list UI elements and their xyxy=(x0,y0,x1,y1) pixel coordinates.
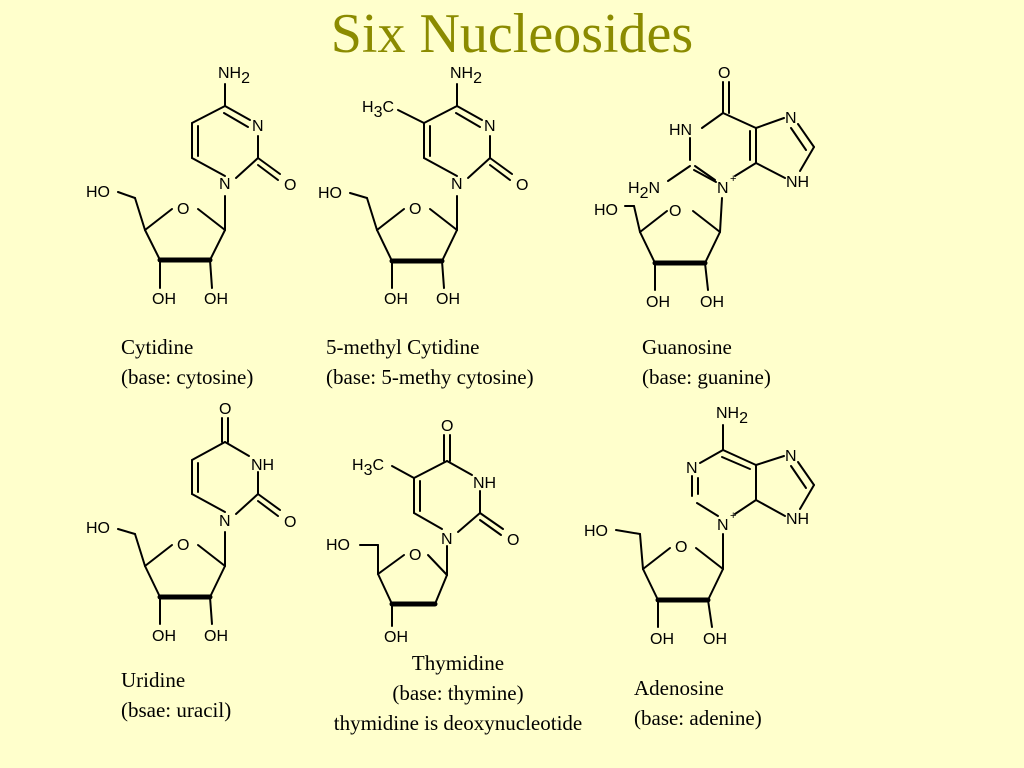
hydroxyl-label: OH xyxy=(384,629,408,646)
nucleoside-name: Adenosine xyxy=(634,676,724,700)
hydroxyl-label: OH xyxy=(152,291,176,308)
hydroxyl-label: OH xyxy=(703,631,727,648)
caption-methyl-cytidine: 5-methyl Cytidine (base: 5-methy cytosin… xyxy=(326,332,534,392)
oxygen-label: O xyxy=(284,514,296,531)
amine-label: H2N xyxy=(628,180,660,202)
nucleoside-name: Thymidine xyxy=(411,651,505,675)
amine-label: NH2 xyxy=(716,405,748,427)
hydroxyl-label: OH xyxy=(700,294,724,311)
nucleoside-name: Uridine xyxy=(121,668,186,692)
ring-oxygen-label: O xyxy=(409,201,421,218)
nucleoside-name: Guanosine xyxy=(642,335,732,359)
nitrogen-label: N xyxy=(451,176,463,193)
slide-title: Six Nucleosides xyxy=(330,3,694,65)
nitrogen-label: N xyxy=(484,118,496,135)
guanosine-structure: O HO OH OH N + HN O N NH H2N xyxy=(594,65,815,311)
hydroxyl-label: OH xyxy=(384,291,408,308)
ring-oxygen-label: O xyxy=(177,537,189,554)
cytidine-structure: O HO OH OH N N O NH2 xyxy=(86,65,296,308)
nitrogen-label: N xyxy=(686,460,698,477)
hydroxyl-label: HO xyxy=(318,185,342,202)
oxygen-label: O xyxy=(441,418,453,435)
thymidine-structure: O HO OH N NH O O H3C xyxy=(326,418,519,646)
imine-label: NH xyxy=(786,511,809,528)
imine-label: NH xyxy=(786,174,809,191)
methyl-label: H3C xyxy=(352,457,384,479)
nucleoside-base: (base: guanine) xyxy=(642,365,771,389)
nucleoside-note: thymidine is deoxynucleotide xyxy=(333,711,583,735)
hydroxyl-label: OH xyxy=(204,628,228,645)
caption-guanosine: Guanosine (base: guanine) xyxy=(642,332,771,392)
oxygen-label: O xyxy=(516,177,528,194)
nitrogen-label: N xyxy=(219,176,231,193)
nitrogen-label: N xyxy=(717,517,729,534)
oxygen-label: O xyxy=(219,401,231,418)
caption-uridine: Uridine (bsae: uracil) xyxy=(121,665,231,725)
uridine-structure: O HO OH OH N NH O O xyxy=(86,401,296,645)
oxygen-label: O xyxy=(284,177,296,194)
amine-label: NH2 xyxy=(450,65,482,87)
methyl-cytidine-structure: O HO OH OH N N O NH2 H3C xyxy=(318,65,528,308)
charge-label: + xyxy=(730,173,736,185)
charge-label: + xyxy=(730,510,736,522)
ring-oxygen-label: O xyxy=(675,539,687,556)
hydroxyl-label: HO xyxy=(86,184,110,201)
hydroxyl-label: OH xyxy=(650,631,674,648)
caption-thymidine: Thymidine (base: thymine) thymidine is d… xyxy=(300,648,616,738)
ring-oxygen-label: O xyxy=(409,547,421,564)
hydroxyl-label: OH xyxy=(204,291,228,308)
hydroxyl-label: HO xyxy=(584,523,608,540)
nucleoside-base: (base: cytosine) xyxy=(121,365,254,389)
ring-oxygen-label: O xyxy=(177,201,189,218)
nucleoside-base: (bsae: uracil) xyxy=(121,698,232,722)
nucleoside-base: (base: adenine) xyxy=(634,706,762,730)
oxygen-label: O xyxy=(507,532,519,549)
nitrogen-label: N xyxy=(252,118,264,135)
nucleoside-name: 5-methyl Cytidine xyxy=(326,335,480,359)
nitrogen-label: N xyxy=(219,513,231,530)
nitrogen-label: N xyxy=(785,448,797,465)
nitrogen-label: N xyxy=(441,531,453,548)
nucleoside-base: (base: 5-methy cytosine) xyxy=(326,365,534,389)
imine-label: NH xyxy=(473,475,496,492)
caption-adenosine: Adenosine (base: adenine) xyxy=(634,673,762,733)
nucleoside-name: Cytidine xyxy=(121,335,194,359)
ring-oxygen-label: O xyxy=(669,203,681,220)
imine-label: HN xyxy=(669,122,692,139)
hydroxyl-label: HO xyxy=(326,537,350,554)
hydroxyl-label: OH xyxy=(646,294,670,311)
imine-label: NH xyxy=(251,457,274,474)
methyl-label: H3C xyxy=(362,99,394,121)
nucleoside-base: (base: thymine) xyxy=(392,681,524,705)
amine-label: NH2 xyxy=(218,65,250,87)
caption-cytidine: Cytidine (base: cytosine) xyxy=(121,332,253,392)
oxygen-label: O xyxy=(718,65,730,82)
hydroxyl-label: HO xyxy=(86,520,110,537)
nitrogen-label: N xyxy=(717,180,729,197)
nitrogen-label: N xyxy=(785,110,797,127)
hydroxyl-label: OH xyxy=(152,628,176,645)
adenosine-structure: O HO OH OH N + N N NH NH2 xyxy=(584,405,815,648)
hydroxyl-label: OH xyxy=(436,291,460,308)
hydroxyl-label: HO xyxy=(594,202,618,219)
